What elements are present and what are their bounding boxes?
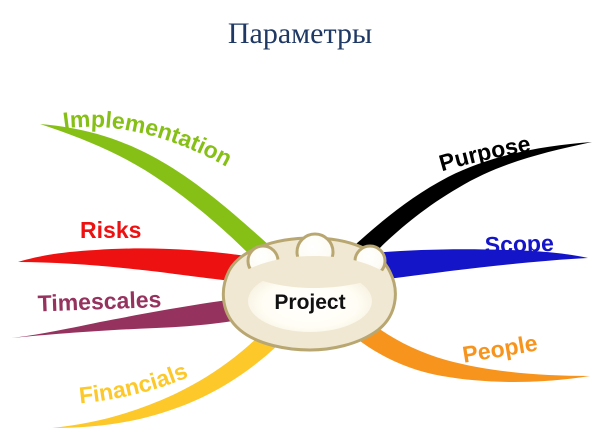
branch-scope[interactable]: Scope xyxy=(352,230,588,283)
branch-label-scope: Scope xyxy=(484,230,554,258)
branch-stroke-scope xyxy=(352,249,588,283)
branch-stroke-timescales xyxy=(12,296,266,338)
center-node-bump-merge xyxy=(243,256,386,288)
branch-timescales[interactable]: Timescales xyxy=(12,286,266,338)
page-title: Параметры xyxy=(228,17,372,50)
branch-stroke-risks xyxy=(18,248,262,284)
branch-stroke-people xyxy=(334,300,590,382)
branch-label-timescales: Timescales xyxy=(37,286,162,316)
center-node[interactable]: Project xyxy=(221,232,397,352)
branch-label-people: People xyxy=(461,330,540,368)
center-node-label: Project xyxy=(274,291,345,314)
branch-label-risks: Risks xyxy=(80,217,141,243)
branch-risks[interactable]: Risks xyxy=(18,217,262,284)
